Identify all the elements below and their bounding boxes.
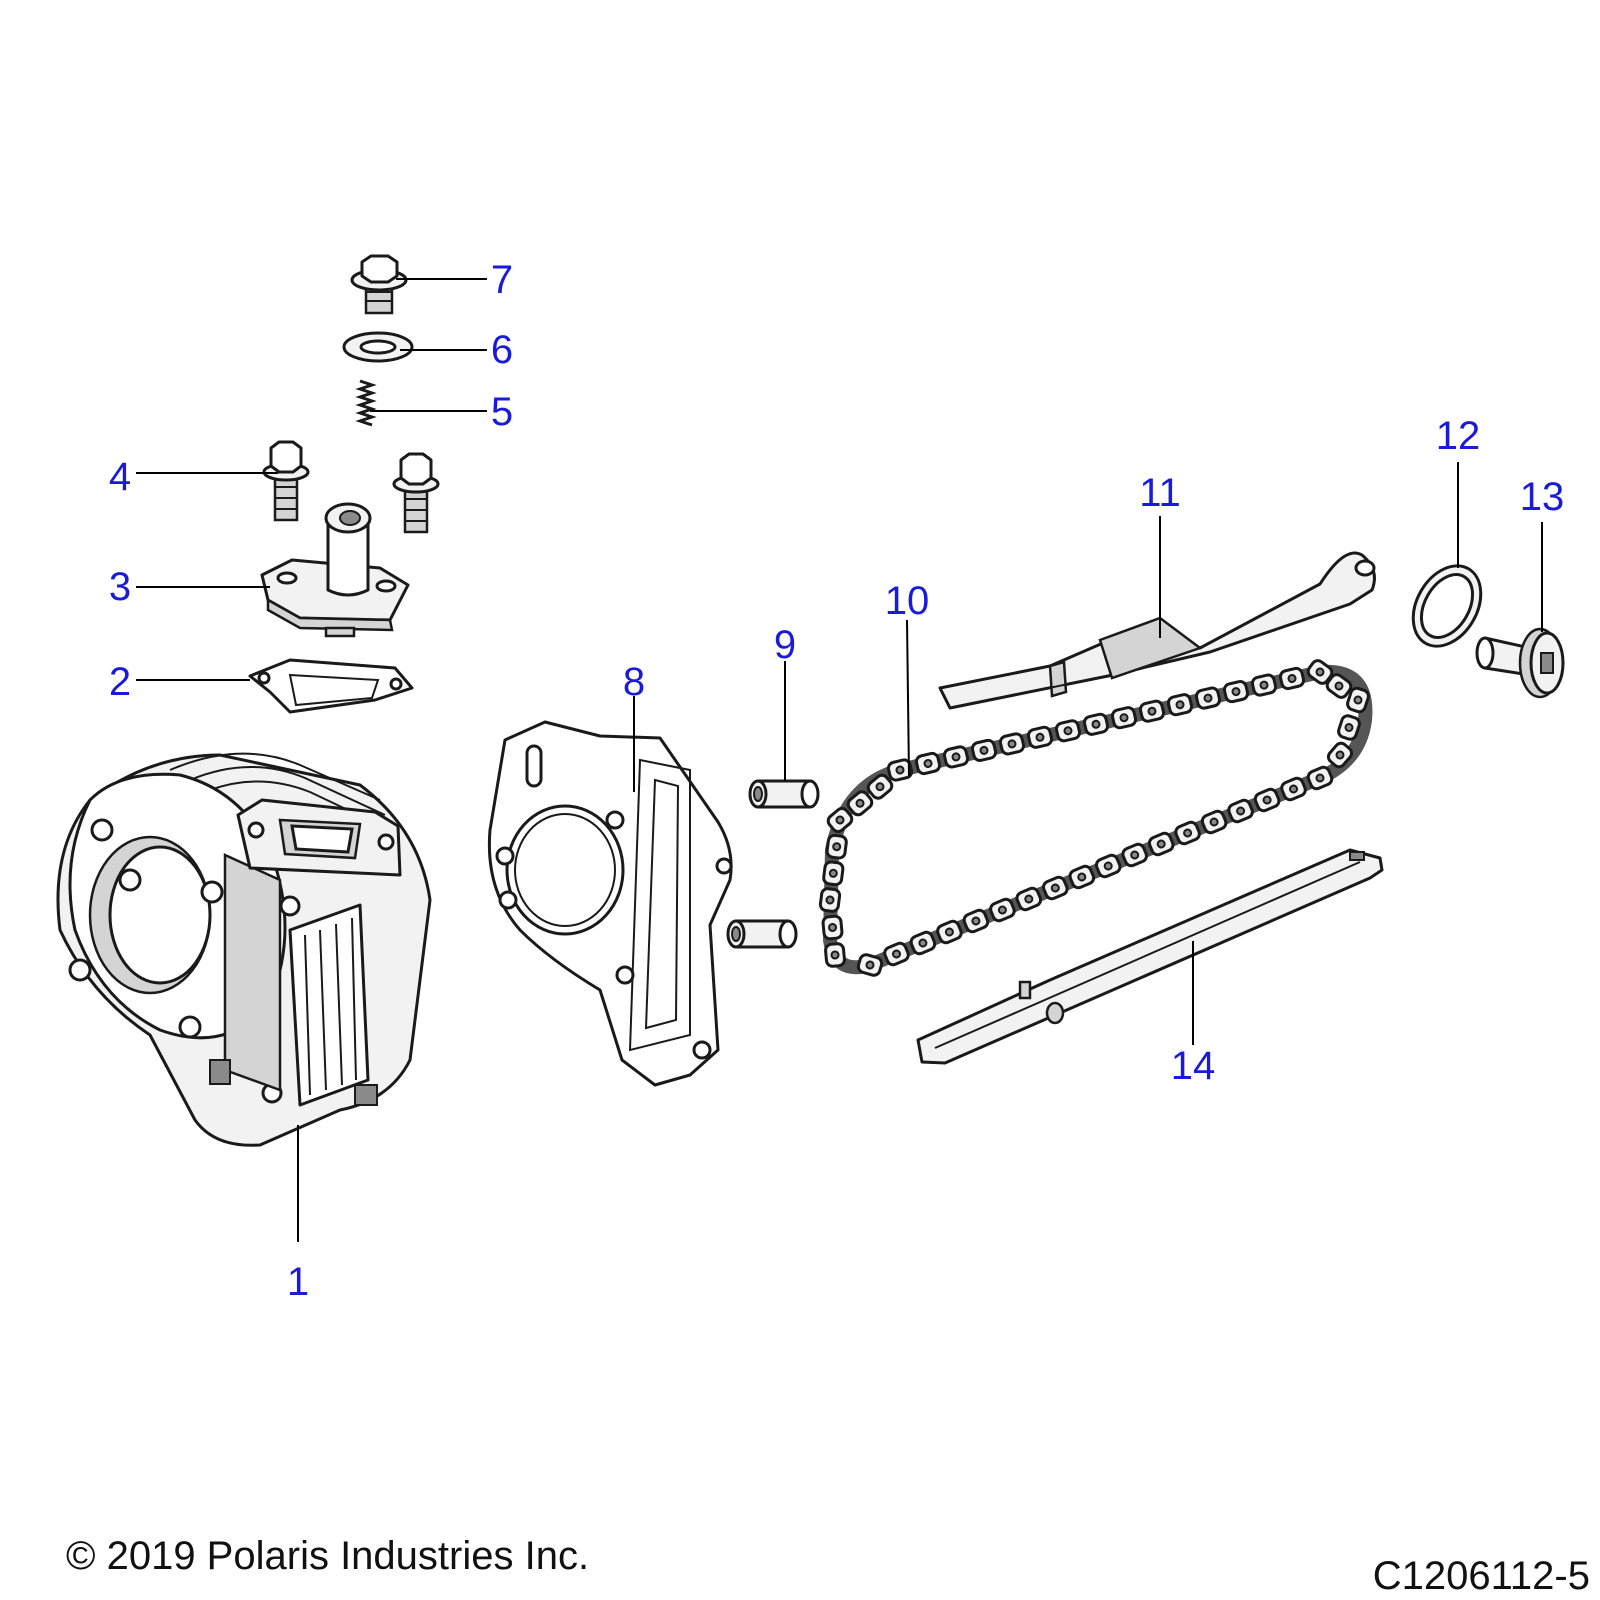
chain-link: [1221, 678, 1251, 705]
chain-link: [1093, 851, 1124, 881]
chain-link: [823, 941, 847, 969]
callout-2: 2: [108, 660, 132, 704]
chain-link: [913, 750, 943, 777]
callout-13: 13: [1519, 475, 1565, 519]
callout-14: 14: [1170, 1044, 1216, 1088]
chain-link: [1066, 862, 1097, 892]
chain-link: [821, 859, 846, 887]
part-7-flange-bolt: [350, 254, 408, 315]
chain-link: [881, 939, 912, 969]
chain-link: [1025, 724, 1055, 751]
callout-5: 5: [490, 390, 514, 434]
callout-1: 1: [286, 1260, 310, 1304]
callout-12: 12: [1435, 414, 1481, 458]
chain-link: [1109, 704, 1139, 731]
chain-link: [997, 731, 1027, 757]
callout-7: 7: [490, 258, 514, 302]
leader-lines: [136, 278, 1543, 1242]
part-9-dowel-pins: [726, 779, 820, 949]
chain-link: [1304, 763, 1336, 793]
chain-link: [907, 928, 939, 958]
chain-link: [1137, 698, 1167, 724]
chain-link: [824, 833, 849, 861]
chain-link: [1172, 818, 1203, 848]
part-10-cam-chain: [818, 656, 1373, 979]
callout-4: 4: [108, 455, 132, 499]
part-11-tensioner-guide: [938, 551, 1376, 710]
chain-link: [969, 737, 999, 764]
chain-link: [1053, 718, 1083, 744]
chain-link: [1165, 691, 1195, 718]
chain-link: [1119, 840, 1150, 870]
chain-link: [1146, 829, 1177, 859]
callout-11: 11: [1139, 471, 1181, 515]
chain-link: [1081, 711, 1111, 738]
chain-link: [1251, 785, 1283, 815]
callout-9: 9: [773, 623, 797, 667]
chain-link: [934, 917, 965, 947]
chain-link: [1193, 685, 1223, 711]
chain-link: [1013, 884, 1044, 914]
callout-3: 3: [108, 565, 132, 609]
part-6-washer: [342, 331, 414, 363]
part-13-guide-bolt: [1475, 627, 1565, 699]
chain-link: [941, 744, 971, 770]
callout-10: 10: [884, 579, 930, 623]
chain-link: [1278, 774, 1309, 804]
chain-link: [821, 914, 844, 941]
part-3-tensioner-body: [260, 502, 410, 638]
chain-link: [1277, 665, 1307, 692]
chain-link: [960, 906, 992, 936]
chain-link: [1040, 873, 1071, 903]
part-4-bolts: [262, 440, 440, 534]
part-1-cylinder: [56, 752, 432, 1147]
part-2-tensioner-gasket: [248, 658, 414, 714]
part-12-o-ring: [1411, 564, 1483, 648]
callout-8: 8: [622, 660, 646, 704]
copyright-notice: © 2019 Polaris Industries Inc.: [66, 1534, 590, 1578]
chain-link: [1225, 796, 1256, 826]
chain-link: [1198, 807, 1230, 837]
part-14-chain-guide: [916, 848, 1384, 1065]
part-8-base-gasket: [487, 720, 733, 1087]
chain-link: [987, 895, 1018, 925]
callout-6: 6: [490, 328, 514, 372]
drawing-number: C1206112-5: [1372, 1554, 1590, 1598]
part-5-spring: [355, 379, 377, 427]
chain-link: [1249, 672, 1279, 698]
chain-link: [818, 886, 842, 914]
